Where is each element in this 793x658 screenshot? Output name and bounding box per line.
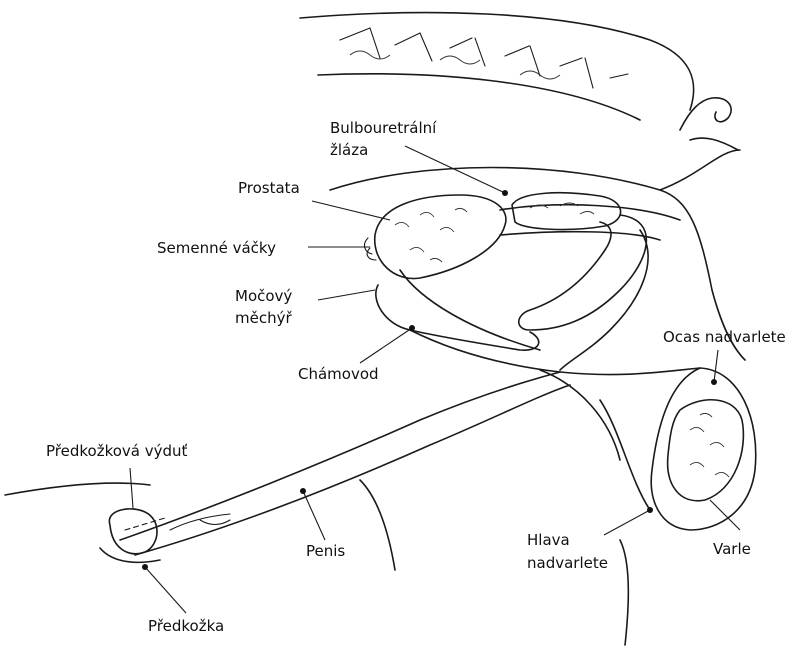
label-chamovod: Chámovod (298, 364, 379, 384)
rectum (500, 205, 680, 240)
scrotum-testis (600, 368, 756, 530)
label-semenne-vacky: Semenné váčky (157, 238, 276, 258)
label-predkozka: Předkožka (148, 616, 224, 636)
label-varle: Varle (713, 539, 751, 559)
label-predkozkova-vydut: Předkožková výduť (46, 441, 187, 461)
leader-lines (130, 146, 740, 613)
prostate-gland (365, 195, 506, 279)
label-mocovy-line1: Močový (235, 286, 292, 306)
label-bulbouretral-line2: žláza (330, 140, 368, 160)
penis-shaft (120, 372, 570, 555)
spermatic-cord (410, 330, 700, 375)
label-mocovy-line2: měchýř (235, 308, 292, 328)
label-hlava-line2: nadvarlete (527, 553, 608, 573)
urinary-bladder (376, 270, 540, 350)
label-ocas-nadvarlete: Ocas nadvarlete (663, 327, 786, 347)
vertebral-column (300, 13, 694, 120)
label-penis: Penis (306, 541, 345, 561)
label-hlava-line1: Hlava (527, 530, 570, 550)
label-prostata: Prostata (238, 178, 300, 198)
label-bulbouretral-line1: Bulbouretrální (330, 118, 436, 138)
tail-stub (680, 98, 738, 150)
